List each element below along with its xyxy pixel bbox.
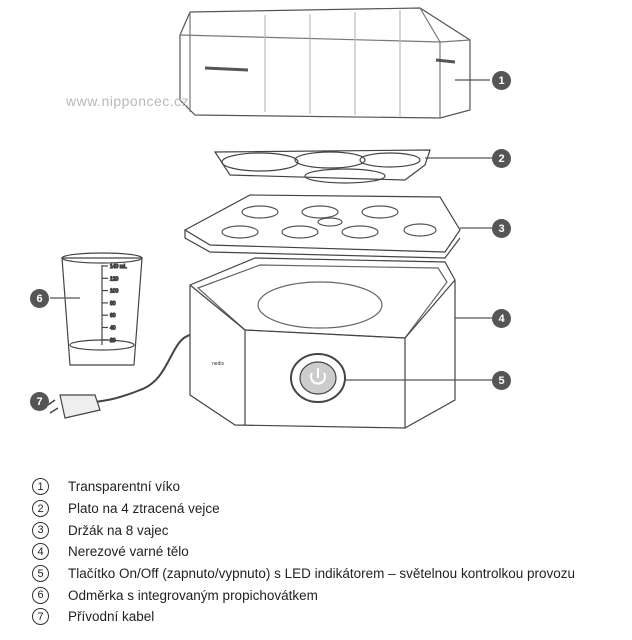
brand-logo: nedis	[212, 361, 224, 367]
scale-label: 20	[110, 338, 116, 344]
callout-2: 2	[492, 149, 511, 168]
scale-label: 60	[110, 313, 116, 319]
legend-number: 5	[32, 565, 49, 583]
legend-label: Držák na 8 vajec	[68, 522, 169, 538]
scale-label: 40	[110, 326, 116, 332]
callout-3: 3	[492, 219, 511, 238]
watermark: www.nipponcec.cz	[66, 93, 190, 109]
legend-label: Plato na 4 ztracená vejce	[68, 501, 220, 517]
scale-label: 100	[110, 289, 119, 295]
callout-7: 7	[30, 392, 49, 411]
legend-label: Tlačítko On/Off (zapnuto/vypnuto) s LED …	[68, 566, 576, 582]
legend-number: 3	[32, 521, 49, 539]
legend-item: 3 Držák na 8 vajec	[32, 519, 575, 541]
callout-4: 4	[492, 309, 511, 328]
legend-number: 4	[32, 543, 49, 561]
legend-item: 7 Přívodní kabel	[32, 606, 575, 628]
scale-label: 80	[110, 301, 116, 307]
poaching-tray	[213, 149, 431, 184]
measuring-cup	[61, 252, 143, 366]
legend-item: 5 Tlačítko On/Off (zapnuto/vypnuto) s LED…	[32, 563, 575, 585]
legend-label: Odměrka s integrovaným propichovátkem	[68, 587, 318, 603]
legend-item: 2 Plato na 4 ztracená vejce	[32, 498, 575, 520]
legend-number: 7	[32, 608, 49, 626]
egg-holder-tray	[183, 194, 461, 259]
callout-1: 1	[492, 71, 511, 90]
power-cable	[47, 334, 191, 419]
power-button	[290, 353, 346, 403]
legend-item: 6 Odměrka s integrovaným propichovátkem	[32, 584, 575, 606]
legend-label: Přívodní kabel	[68, 609, 155, 625]
legend-number: 6	[32, 586, 49, 604]
egg-cooker-exploded-diagram: nedis 140 mL 120 100 80 60 40 20	[47, 7, 492, 429]
parts-legend: 1 Transparentní víko 2 Plato na 4 ztracená…	[32, 476, 575, 628]
stainless-base	[189, 257, 456, 429]
legend-label: Nerezové varné tělo	[68, 544, 189, 560]
legend-item: 1 Transparentní víko	[32, 476, 575, 498]
cup-scale: 140 mL 120 100 80 60 40 20	[102, 263, 127, 344]
legend-number: 2	[32, 500, 49, 518]
legend-item: 4 Nerezové varné tělo	[32, 541, 575, 563]
callout-6: 6	[30, 289, 49, 308]
scale-label: 120	[110, 276, 119, 282]
legend-number: 1	[32, 478, 49, 496]
legend-label: Transparentní víko	[68, 479, 181, 495]
scale-label: 140 mL	[110, 264, 127, 270]
callout-5: 5	[492, 371, 511, 390]
transparent-lid	[179, 7, 471, 119]
